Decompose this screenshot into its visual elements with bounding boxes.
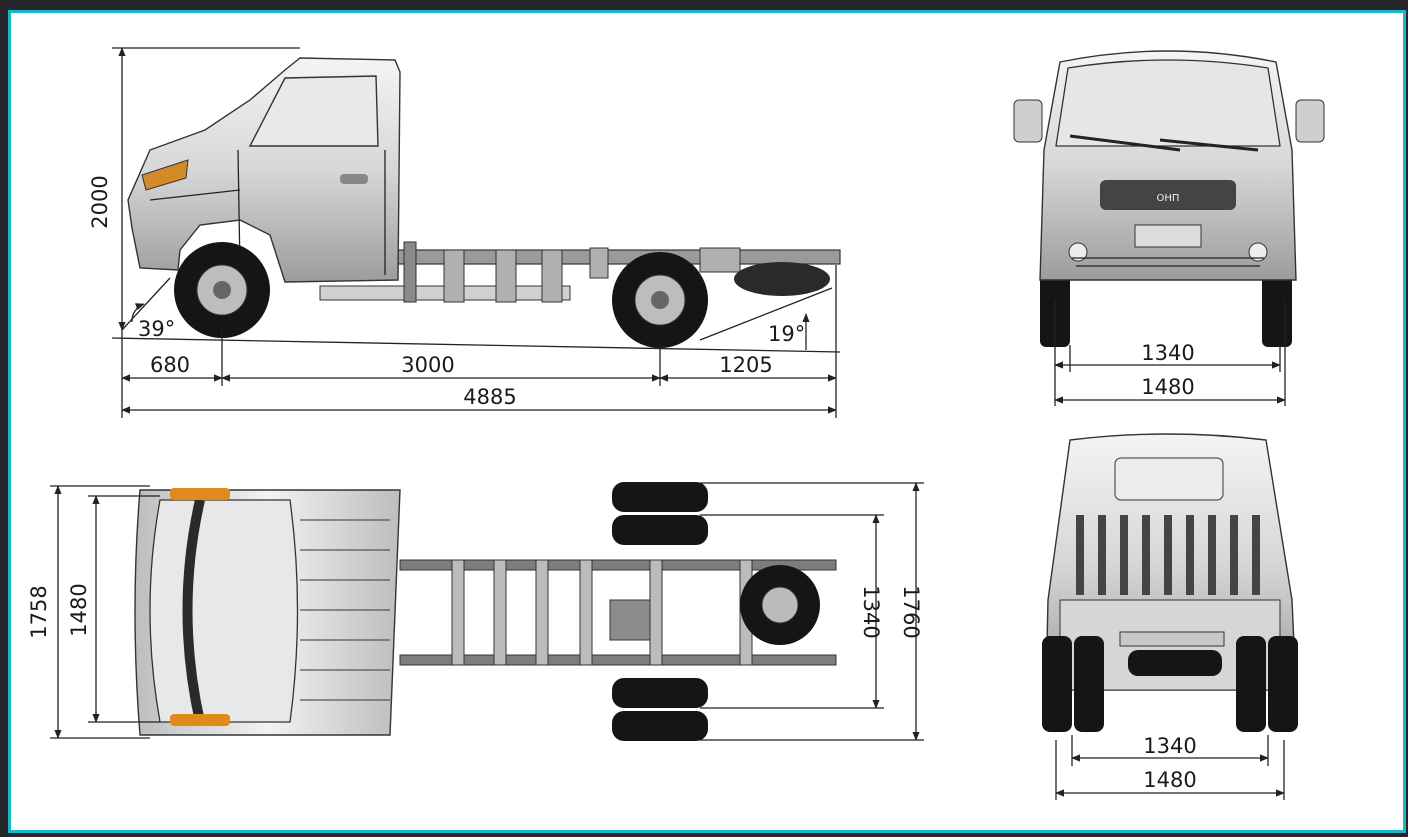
frame-brackets — [403, 241, 741, 303]
right-mirror — [1295, 99, 1325, 143]
rear-cab-window — [1114, 457, 1224, 501]
rear-track-top-label: 1340 — [859, 585, 883, 638]
fog-lamp-left — [1068, 242, 1088, 262]
overall-length-label: 4885 — [463, 385, 516, 409]
left-mirror — [1013, 99, 1043, 143]
cab-window — [248, 75, 379, 147]
front-width-label: 1480 — [1141, 375, 1194, 399]
rear-guard-bars — [1076, 515, 1260, 595]
front-grille — [1100, 180, 1236, 210]
approach-angle-label: 39° — [138, 317, 175, 341]
rear-width-top-label: 1760 — [899, 585, 923, 638]
rear-track-label: 1340 — [1143, 734, 1196, 758]
front-track-label: 1340 — [1141, 341, 1194, 365]
rear-wheel — [612, 252, 708, 348]
top-rear-tires-right — [612, 678, 708, 741]
front-view: ОНП 1340 1480 — [1013, 50, 1325, 406]
front-overhang-label: 680 — [150, 353, 190, 377]
ground-line — [111, 337, 841, 353]
top-rear-tires-left — [612, 482, 708, 545]
wipers — [1069, 134, 1259, 152]
front-wheel — [174, 242, 270, 338]
top-view: 1758 1480 1340 1760 — [27, 482, 924, 741]
cab-width-label: 1480 — [67, 583, 91, 636]
top-indicator-left — [170, 488, 230, 500]
rear-left-inner-tire — [1074, 636, 1104, 732]
badge-text: ОНП — [1157, 193, 1180, 204]
rear-right-inner-tire — [1236, 636, 1266, 732]
rear-left-outer-tire — [1042, 636, 1072, 732]
rear-view: 1340 1480 — [1042, 433, 1298, 800]
departure-angle-line — [699, 287, 833, 341]
differential — [609, 599, 651, 641]
side-view: 2000 39° 19° 680 3000 1205 4885 — [88, 47, 841, 418]
fog-lamp-right — [1248, 242, 1268, 262]
top-roof-windshield — [149, 499, 299, 723]
rear-overhang-label: 1205 — [719, 353, 772, 377]
top-indicator-right — [170, 714, 230, 726]
wheelbase-label: 3000 — [401, 353, 454, 377]
top-right-rail — [399, 654, 837, 666]
approach-angle-line — [121, 277, 171, 331]
height-label: 2000 — [88, 175, 112, 228]
rear-width-label: 1480 — [1143, 768, 1196, 792]
license-plate — [1134, 224, 1202, 248]
top-windshield-frame — [182, 498, 205, 724]
top-left-rail — [399, 559, 837, 571]
top-crossmembers — [451, 559, 753, 666]
headlamp — [141, 159, 189, 191]
rear-right-outer-tire — [1268, 636, 1298, 732]
top-cab-rear-ribs — [300, 519, 390, 701]
door-handle — [340, 174, 368, 184]
overall-width-label: 1758 — [27, 585, 51, 638]
departure-angle-label: 19° — [768, 322, 805, 346]
windshield — [1055, 59, 1281, 147]
spare-wheel — [734, 262, 830, 296]
rear-spare-wheel — [1128, 650, 1222, 676]
